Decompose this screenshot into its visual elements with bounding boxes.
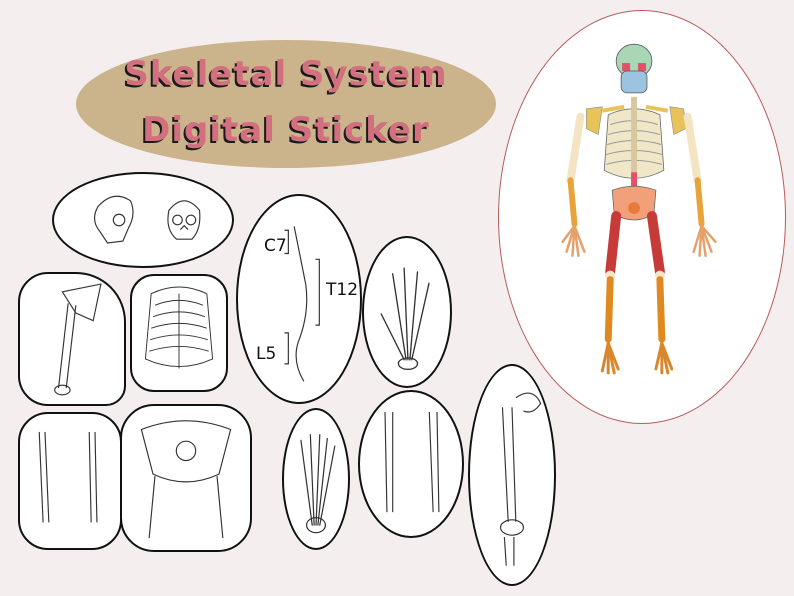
forearm-sticker bbox=[18, 412, 122, 550]
hand-icon bbox=[380, 267, 430, 371]
title-line-2: Digital Sticker bbox=[142, 110, 430, 150]
femur-icon bbox=[499, 392, 542, 566]
skull-icon bbox=[94, 195, 201, 244]
title-banner: Skeletal System Digital Sticker bbox=[76, 40, 496, 168]
spine-icon bbox=[284, 226, 320, 382]
forearm-icon bbox=[38, 431, 98, 523]
scapula-icon bbox=[54, 283, 102, 396]
femur-sticker bbox=[468, 364, 556, 586]
scapula-humerus-sticker bbox=[18, 272, 126, 406]
full-skeleton-icon bbox=[561, 43, 717, 375]
spine-sticker: C7 T12 L5 bbox=[236, 194, 362, 404]
title-line-1: Skeletal System bbox=[124, 54, 448, 94]
thoracic-label: T12 bbox=[326, 280, 359, 300]
skull-sticker bbox=[52, 172, 234, 268]
foot-icon bbox=[300, 434, 336, 534]
pelvis-sticker bbox=[120, 404, 252, 552]
pelvis-icon bbox=[140, 420, 232, 539]
ribcage-sticker bbox=[130, 274, 228, 392]
full-skeleton-oval bbox=[498, 10, 786, 424]
lower-leg-sticker bbox=[358, 390, 464, 538]
hand-sticker bbox=[362, 236, 452, 388]
lower-leg-icon bbox=[384, 412, 440, 513]
cervical-label: C7 bbox=[264, 236, 287, 256]
ribcage-icon bbox=[144, 286, 214, 369]
lumbar-label: L5 bbox=[256, 344, 277, 364]
foot-sticker bbox=[282, 408, 350, 550]
